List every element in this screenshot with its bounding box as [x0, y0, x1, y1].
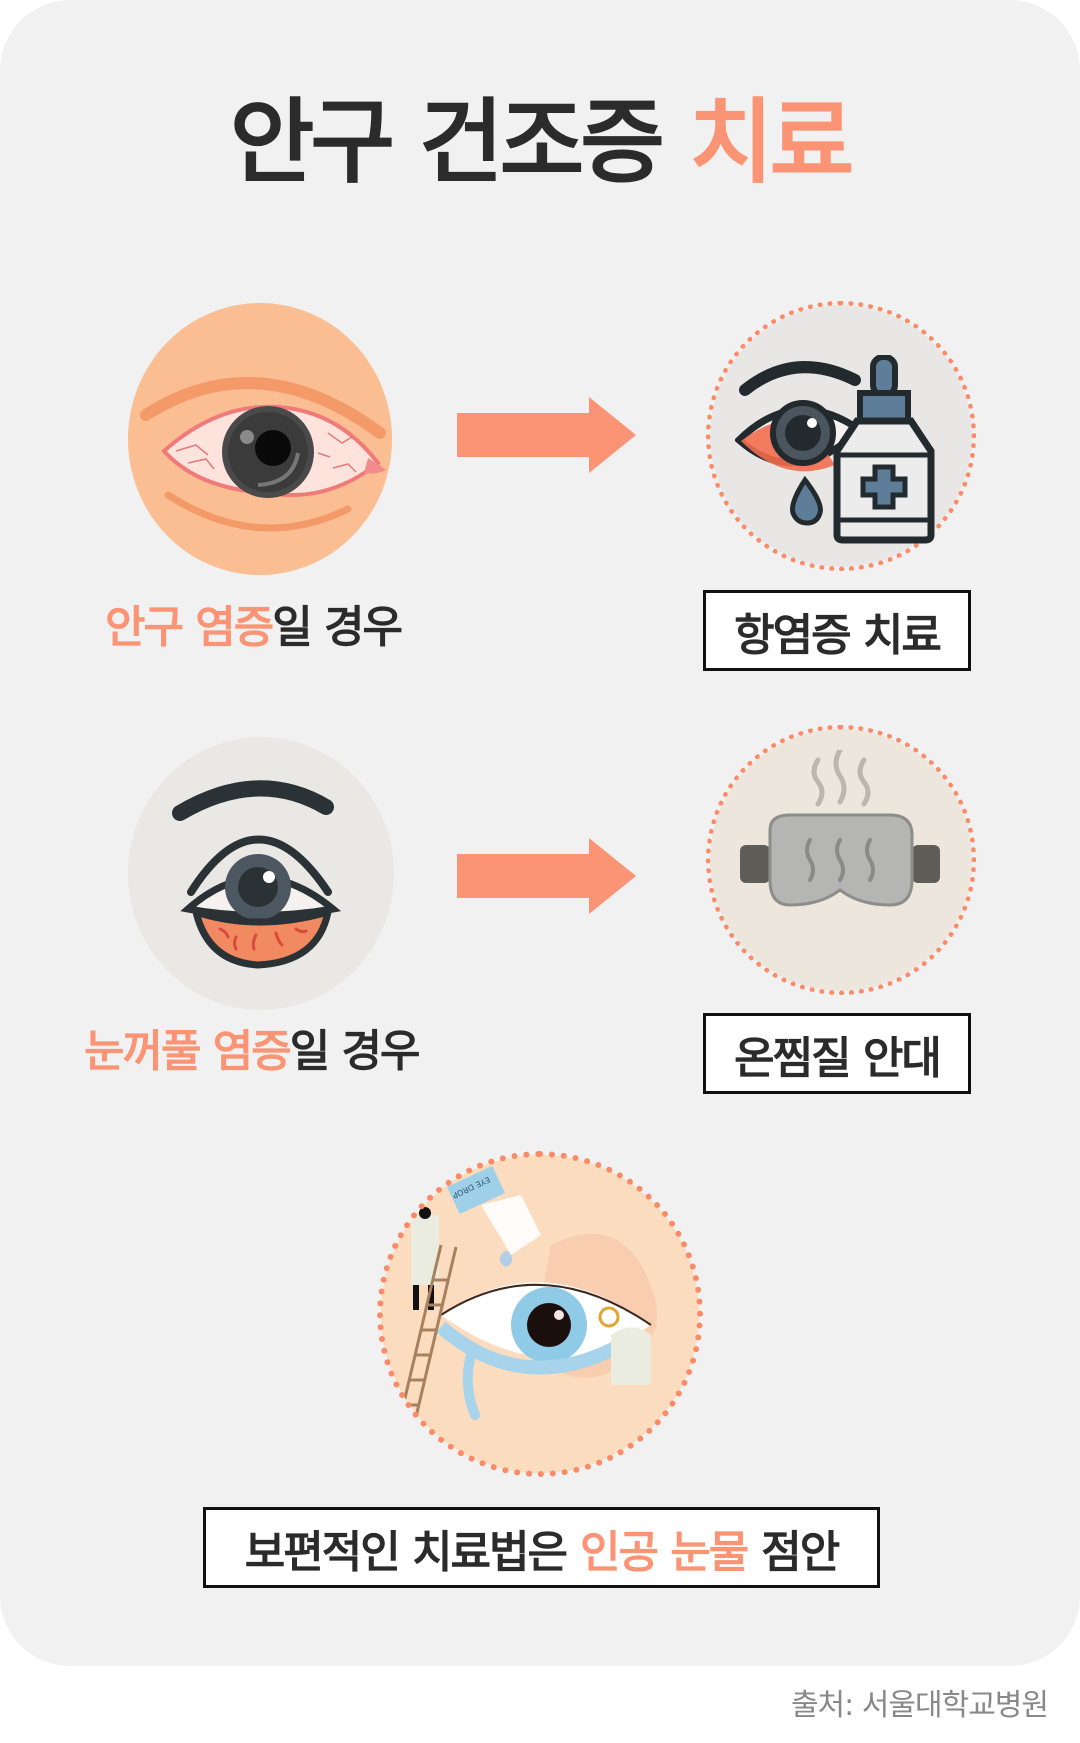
general-text-accent: 인공 눈물: [579, 1526, 749, 1578]
general-text-dark: 점안: [761, 1526, 840, 1578]
condition-dark-text: 일 경우: [289, 1026, 421, 1077]
dotted-circle-border: [706, 725, 976, 995]
title-accent-text: 치료: [688, 89, 854, 196]
treatment-text: 온찜질 안대: [734, 1032, 942, 1084]
eye-drops-bottle-icon: [735, 355, 940, 545]
condition-dark-text: 일 경우: [272, 602, 403, 653]
arrow-right-icon: [457, 838, 637, 916]
treatment-box-warm-compress: 온찜질 안대: [703, 1013, 971, 1094]
page-title: 안구 건조증 치료: [0, 88, 1080, 198]
source-credit: 출처: 서울대학교병원: [790, 1688, 1049, 1723]
heated-eye-mask-icon: [740, 750, 940, 930]
condition-accent-text: 눈꺼풀 염증: [84, 1026, 292, 1077]
general-treatment-box: 보편적인 치료법은 인공 눈물 점안: [203, 1507, 880, 1588]
arrow-right-icon: [457, 397, 637, 475]
dotted-circle-border: [706, 301, 976, 571]
inflamed-eyelid-icon: [128, 737, 394, 1010]
dotted-circle-border: [377, 1151, 703, 1477]
condition-label-eyelid-inflammation: 눈꺼풀 염증일 경우: [84, 1024, 421, 1080]
general-text-dark: 보편적인 치료법은: [244, 1526, 568, 1578]
condition-accent-text: 안구 염증: [105, 602, 274, 653]
treatment-text: 항염증 치료: [734, 609, 942, 661]
title-dark-text: 안구 건조증: [229, 89, 689, 196]
treatment-box-anti-inflammatory: 항염증 치료: [703, 590, 971, 671]
condition-label-eye-inflammation: 안구 염증일 경우: [105, 600, 403, 656]
red-inflamed-eye-icon: [128, 303, 392, 575]
